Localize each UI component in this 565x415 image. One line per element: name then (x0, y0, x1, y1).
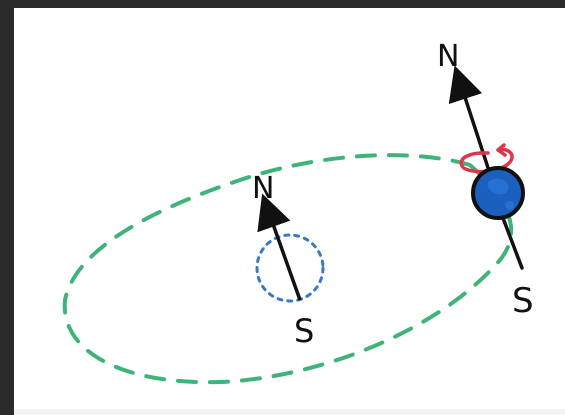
earth-south-label: S (512, 281, 534, 321)
center-axis-arrow (268, 210, 300, 300)
center-south-label: S (294, 312, 314, 350)
center-north-label: N (252, 171, 274, 206)
earth-north-label: N (437, 39, 459, 74)
